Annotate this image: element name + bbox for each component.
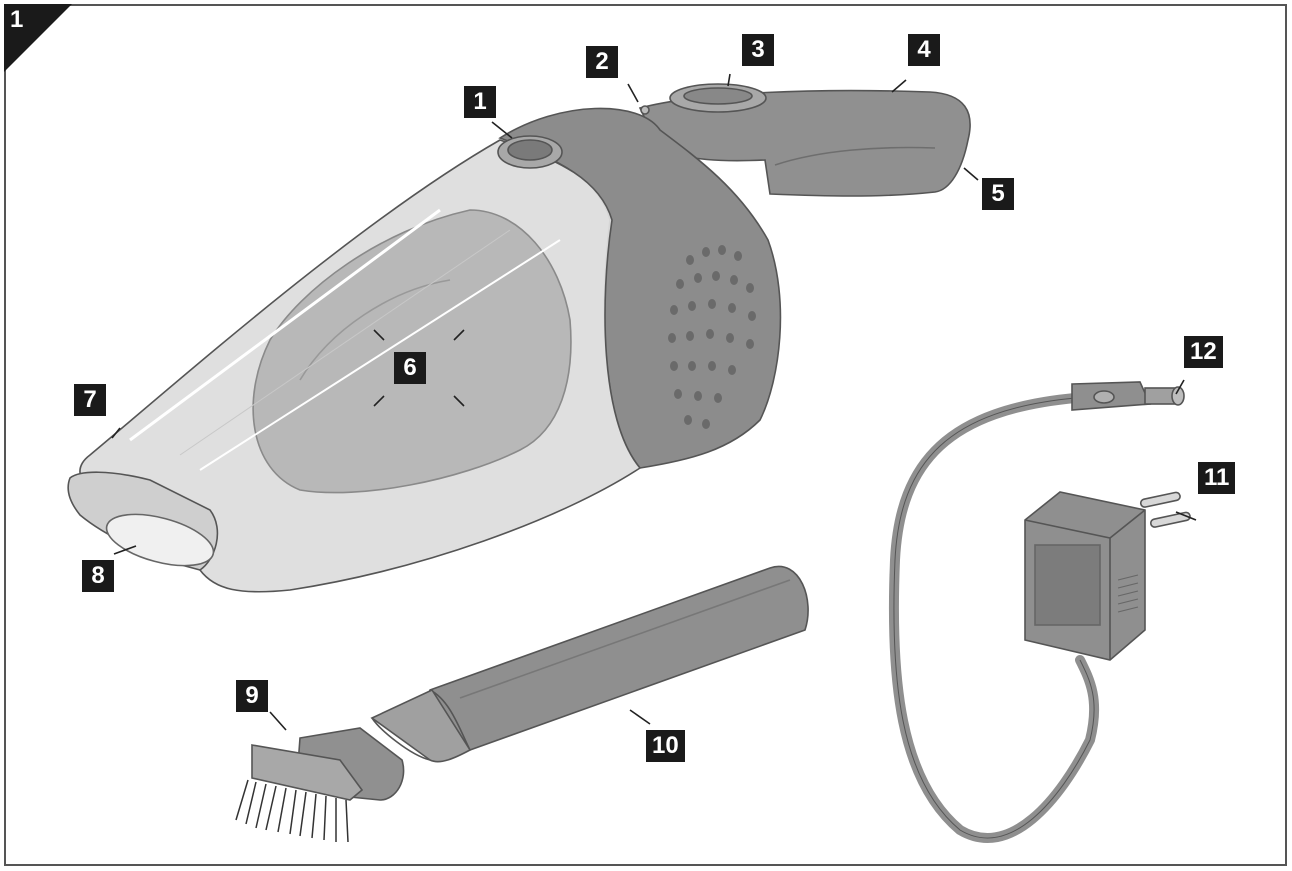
callout-10: 10 (646, 730, 685, 762)
crevice-tool (372, 566, 808, 761)
charging-indicator (641, 106, 649, 114)
handheld-vacuum (68, 84, 970, 592)
callout-12: 12 (1184, 336, 1223, 368)
callout-8: 8 (82, 560, 114, 592)
callout-3: 3 (742, 34, 774, 66)
callout-7: 7 (74, 384, 106, 416)
callout-5: 5 (982, 178, 1014, 210)
callout-11: 11 (1198, 462, 1235, 494)
charger-with-cable (894, 382, 1191, 838)
callout-2: 2 (586, 46, 618, 78)
brush-attachment (236, 728, 404, 842)
callout-9: 9 (236, 680, 268, 712)
callout-4: 4 (908, 34, 940, 66)
callout-1: 1 (464, 86, 496, 118)
callout-6: 6 (394, 352, 426, 384)
